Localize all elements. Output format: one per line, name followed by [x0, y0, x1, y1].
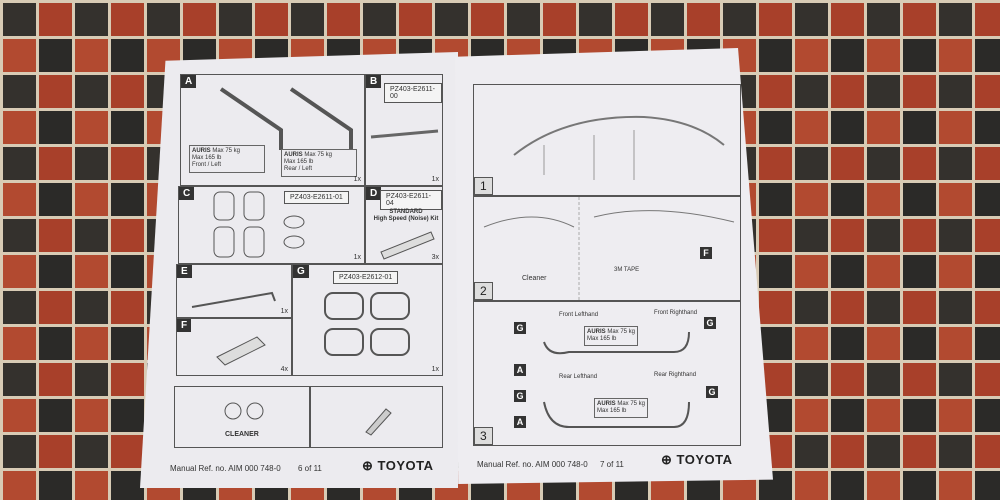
panel-label: C: [179, 187, 195, 200]
roof-bar-illustration: [219, 87, 353, 150]
manual-ref: Manual Ref. no. AIM 000 748-0: [170, 464, 281, 473]
part-marker-g: G: [514, 322, 526, 334]
quantity: 1x: [353, 176, 361, 183]
cleaner-label: Cleaner: [522, 275, 547, 282]
position-label: Rear Righthand: [654, 372, 697, 378]
step-number: 1: [474, 177, 493, 195]
part-number: PZ403-E2612-01: [333, 271, 399, 284]
quantity: 1x: [280, 308, 288, 315]
step-number: 3: [474, 427, 493, 445]
part-marker-f: F: [700, 247, 712, 259]
panel-b: B PZ403-E2611-00 1x: [365, 74, 443, 186]
toyota-logo: ⊕ TOYOTA: [661, 452, 733, 467]
panel-label: D: [366, 187, 382, 200]
panel-label: B: [366, 75, 382, 88]
strip-illustration: [370, 129, 439, 139]
panel-label: E: [177, 265, 192, 278]
part-marker-g: G: [704, 317, 716, 329]
position-label: Front Lefthand: [559, 312, 599, 318]
part-marker-g: G: [514, 390, 526, 402]
manual-ref: Manual Ref. no. AIM 000 748-0: [477, 460, 588, 469]
cleaner-hands-icon: [224, 402, 264, 420]
part-number: PZ403-E2611-01: [284, 191, 349, 204]
position-label: Rear Lefthand: [559, 374, 598, 380]
part-marker-a: A: [514, 364, 526, 376]
panel-label: A: [181, 75, 197, 88]
cleaning-and-tape-illustration: [483, 197, 735, 302]
quantity: 4x: [280, 366, 288, 373]
quantity: 1x: [353, 254, 361, 261]
page-number: 7 of 11: [600, 460, 624, 469]
panel-c: C PZ403-E2611-01 1x: [178, 186, 365, 264]
allen-key-illustration: [191, 291, 276, 308]
roof-bar-mounting-illustration: [543, 331, 690, 428]
panel-label: G: [293, 265, 309, 278]
panel-label: F: [177, 319, 192, 332]
quantity: 1x: [431, 366, 439, 373]
car-roof-illustration: [513, 115, 725, 180]
toyota-logo: ⊕ TOYOTA: [362, 458, 434, 473]
step-number: 2: [474, 282, 493, 300]
quantity: 3x: [431, 254, 439, 261]
page-number: 6 of 11: [298, 464, 322, 473]
panel-knife: [310, 386, 443, 448]
step-2-panel: Cleaner 3M TAPE F 2: [473, 196, 741, 302]
part-number: PZ403-E2611-00: [384, 83, 442, 103]
quantity: 1x: [431, 176, 439, 183]
panel-e: E 1x: [176, 264, 292, 318]
panel-g: G PZ403-E2612-01 1x: [292, 264, 443, 376]
pad-illustration: [216, 336, 266, 366]
end-caps-illustration: [324, 292, 410, 356]
step-1-panel: 1: [473, 84, 741, 196]
utility-knife-icon: [365, 408, 392, 436]
wind-deflector-illustration: [380, 231, 435, 260]
step-3-panel: G G A G G A Front Lefthand Front Rightha…: [473, 301, 741, 446]
right-manual-page: 1 Cleaner 3M TAPE F 2 G G A G G A Front …: [455, 48, 773, 484]
position-label: Front Righthand: [654, 310, 698, 316]
panel-cleaner: CLEANER: [174, 386, 310, 448]
cleaner-label: CLEANER: [225, 431, 259, 438]
part-marker-a: A: [514, 416, 526, 428]
panel-f: F 4x: [176, 318, 292, 376]
feet-and-keys-illustration: [213, 191, 305, 258]
part-number: PZ403-E2611-04: [380, 190, 442, 210]
part-marker-g: G: [706, 386, 718, 398]
tape-label: 3M TAPE: [614, 267, 640, 273]
